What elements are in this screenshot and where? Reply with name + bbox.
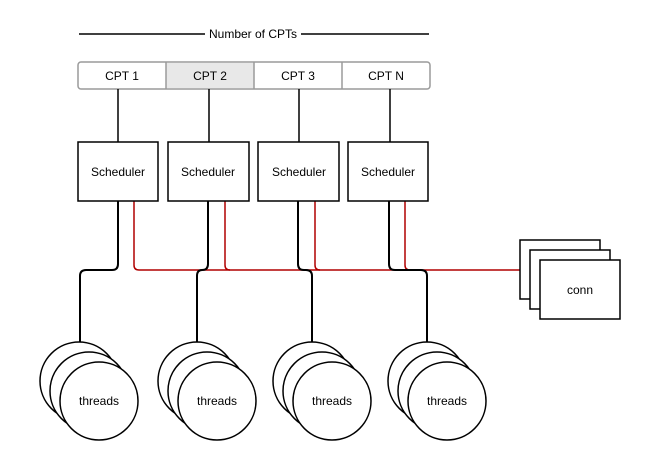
cpt-bar: CPT 1 CPT 2 CPT 3 CPT N <box>77 61 431 90</box>
thread-group-label: threads <box>197 394 237 408</box>
conn-bus <box>133 201 520 271</box>
thread-group-label: threads <box>427 394 467 408</box>
scheduler-2: Scheduler <box>167 141 250 202</box>
conn-link-2 <box>224 201 231 271</box>
thread-link-3 <box>297 201 313 344</box>
thread-group-1: threads <box>39 341 139 441</box>
thread-group-2: threads <box>157 341 257 441</box>
scheduler-n: Scheduler <box>347 141 429 202</box>
scheduler-label: Scheduler <box>272 165 326 179</box>
thread-circle-front <box>177 361 257 441</box>
schedulers: Scheduler Scheduler Scheduler Scheduler <box>77 141 429 202</box>
thread-link-1 <box>79 201 119 344</box>
thread-links <box>79 201 428 344</box>
scheduler-box <box>347 141 429 202</box>
conn-link-3 <box>314 201 321 271</box>
conn-box-front <box>539 259 621 320</box>
scheduler-label: Scheduler <box>91 165 145 179</box>
cpt-label-2: CPT 2 <box>193 69 227 83</box>
thread-link-2 <box>196 201 209 344</box>
thread-group-label: threads <box>79 394 119 408</box>
conn-link-1 <box>133 201 520 271</box>
thread-group-n: threads <box>387 341 487 441</box>
cpt-count-header: Number of CPTs <box>79 27 429 41</box>
cpt-label-1: CPT 1 <box>105 69 139 83</box>
cpt-label-3: CPT 3 <box>281 69 315 83</box>
conn-stack: conn <box>519 239 621 320</box>
scheduler-1: Scheduler <box>77 141 159 202</box>
scheduler-box <box>167 141 250 202</box>
conn-label: conn <box>567 283 593 297</box>
cpt-label-n: CPT N <box>368 69 404 83</box>
conn-link-n <box>404 201 411 271</box>
cpt-cell-2-highlight <box>166 63 254 88</box>
thread-circle-front <box>407 361 487 441</box>
scheduler-label: Scheduler <box>361 165 415 179</box>
header-label: Number of CPTs <box>209 27 297 41</box>
cpt-scheduler-links <box>117 89 391 142</box>
thread-group-3: threads <box>272 341 372 441</box>
scheduler-3: Scheduler <box>257 141 340 202</box>
thread-group-label: threads <box>312 394 352 408</box>
thread-groups: threads threads threads threads <box>39 341 487 441</box>
thread-link-n <box>388 201 428 344</box>
scheduler-label: Scheduler <box>181 165 235 179</box>
scheduler-box <box>77 141 159 202</box>
scheduler-box <box>257 141 340 202</box>
thread-circle-front <box>59 361 139 441</box>
thread-circle-front <box>292 361 372 441</box>
